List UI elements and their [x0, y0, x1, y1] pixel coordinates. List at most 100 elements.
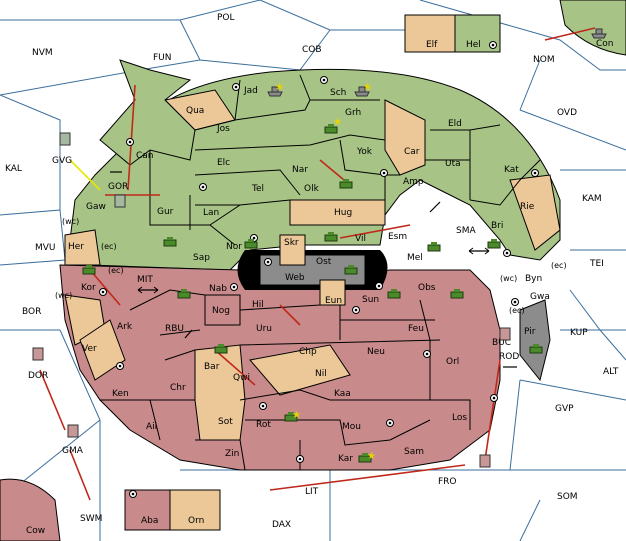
land-label-web: Web	[285, 273, 305, 283]
land-label-kat: Kat	[504, 165, 519, 175]
green-territories	[64, 59, 561, 271]
land-label-elf: Elf	[426, 40, 438, 50]
land-label-rie: Rie	[520, 202, 535, 212]
land-label-uru: Uru	[256, 324, 272, 334]
land-label-nil: Nil	[315, 369, 327, 379]
army-unit-icon	[244, 239, 258, 249]
land-label-sam: Sam	[404, 447, 424, 457]
fleet-unit-icon	[591, 28, 607, 39]
land-label-yok: Yok	[356, 147, 373, 157]
land-label-sun: Sun	[362, 295, 379, 305]
army-unit-icon	[450, 289, 464, 299]
supply-center-icon	[375, 282, 383, 290]
star-icon: ★	[292, 410, 301, 421]
star-icon: ★	[275, 82, 284, 93]
land-label-vil: Vil	[355, 234, 366, 244]
land-label-kaa: Kaa	[334, 389, 351, 399]
land-label-obs: Obs	[418, 283, 436, 293]
army-unit-icon	[324, 232, 338, 242]
sea-label-nom: NOM	[533, 55, 555, 65]
sea-label-kam: KAM	[582, 194, 602, 204]
land-label-dor: DOR	[28, 371, 48, 381]
supply-center-icon	[489, 41, 497, 49]
land-label-hil: Hil	[252, 300, 264, 310]
sea-label-som: SOM	[557, 492, 578, 502]
army-unit-icon	[358, 453, 372, 463]
land-label-mel: Mel	[407, 253, 423, 263]
star-markers: ★ ★ ★ ★ ★	[275, 82, 376, 462]
army-unit-icon	[487, 239, 501, 249]
sea-label-mvu: MVU	[35, 243, 56, 253]
army-unit-icon	[387, 289, 401, 299]
army-unit-icon	[427, 242, 441, 252]
supply-center-icon	[386, 419, 394, 427]
land-label-wc1: (wc)	[62, 217, 79, 226]
fleet-unit-icon	[32, 347, 44, 361]
supply-center-icon	[511, 298, 519, 306]
sea-label-nvm: NVM	[32, 48, 53, 58]
land-label-cow: Cow	[26, 526, 45, 536]
army-unit-icon	[177, 289, 191, 299]
sea-label-swm: SWM	[80, 514, 102, 524]
land-label-qua: Qua	[186, 106, 204, 116]
land-label-gur: Gur	[157, 207, 174, 217]
land-label-pir: Pir	[524, 327, 536, 337]
land-label-ver: Ver	[82, 344, 97, 354]
land-label-byn: Byn	[525, 274, 542, 284]
passage-arrows	[110, 171, 517, 368]
land-label-kar: Kar	[338, 454, 353, 464]
sea-label-alt: ALT	[603, 367, 619, 377]
land-label-esm: Esm	[388, 232, 407, 242]
land-label-rod: ROD	[499, 352, 519, 362]
sea-label-fun: FUN	[153, 53, 172, 63]
land-label-car: Car	[404, 147, 420, 157]
land-label-ec4: (ec)	[509, 306, 525, 315]
army-units[interactable]	[82, 124, 543, 463]
army-unit-icon	[214, 344, 228, 354]
army-unit-icon	[82, 265, 96, 275]
land-label-eld: Eld	[448, 119, 462, 129]
land-label-skr: Skr	[284, 238, 299, 248]
supply-center-icon	[380, 169, 388, 177]
sea-label-tei: TEI	[589, 259, 604, 269]
land-label-tel: Tel	[251, 184, 264, 194]
land-label-wc2: (wc)	[500, 274, 517, 283]
supply-center-icon	[503, 249, 511, 257]
land-label-bri: Bri	[491, 221, 503, 231]
land-label-con: Con	[596, 39, 614, 49]
land-label-ec3: (ec)	[108, 266, 124, 275]
star-icon: ★	[363, 82, 372, 93]
land-label-gma: GMA	[62, 446, 84, 456]
supply-center-icon	[232, 83, 240, 91]
move-arrows	[39, 27, 596, 501]
land-label-nor: Nor	[226, 242, 242, 252]
supply-center-icon	[99, 288, 107, 296]
sea-label-sma: SMA	[456, 226, 476, 236]
land-label-elc: Elc	[217, 158, 230, 168]
land-label-rot: Rot	[256, 420, 271, 430]
land-label-sch: Sch	[330, 88, 346, 98]
supply-center-icon	[116, 362, 124, 370]
army-unit-icon	[344, 265, 358, 275]
army-unit-icon	[284, 412, 298, 422]
supply-center-icon	[296, 455, 304, 463]
land-label-zin: Zin	[225, 449, 239, 459]
land-label-neu: Neu	[367, 347, 385, 357]
land-label-chp: Chp	[299, 347, 317, 357]
army-unit-icon	[324, 124, 338, 134]
fleet-unit-icon	[59, 132, 71, 146]
fleet-units[interactable]	[32, 28, 607, 468]
sea-label-cob: COB	[302, 45, 322, 55]
supply-center-icon	[320, 76, 328, 84]
land-label-hel: Hel	[466, 40, 481, 50]
fleet-unit-icon	[267, 86, 283, 97]
land-label-amp: Amp	[403, 177, 424, 187]
land-label-feu: Feu	[408, 324, 424, 334]
land-label-eun: Eun	[325, 296, 342, 306]
star-icon: ★	[367, 451, 376, 462]
land-label-uta: Uta	[445, 159, 461, 169]
fleet-unit-icon	[67, 424, 79, 438]
sea-label-dax: DAX	[272, 520, 291, 530]
